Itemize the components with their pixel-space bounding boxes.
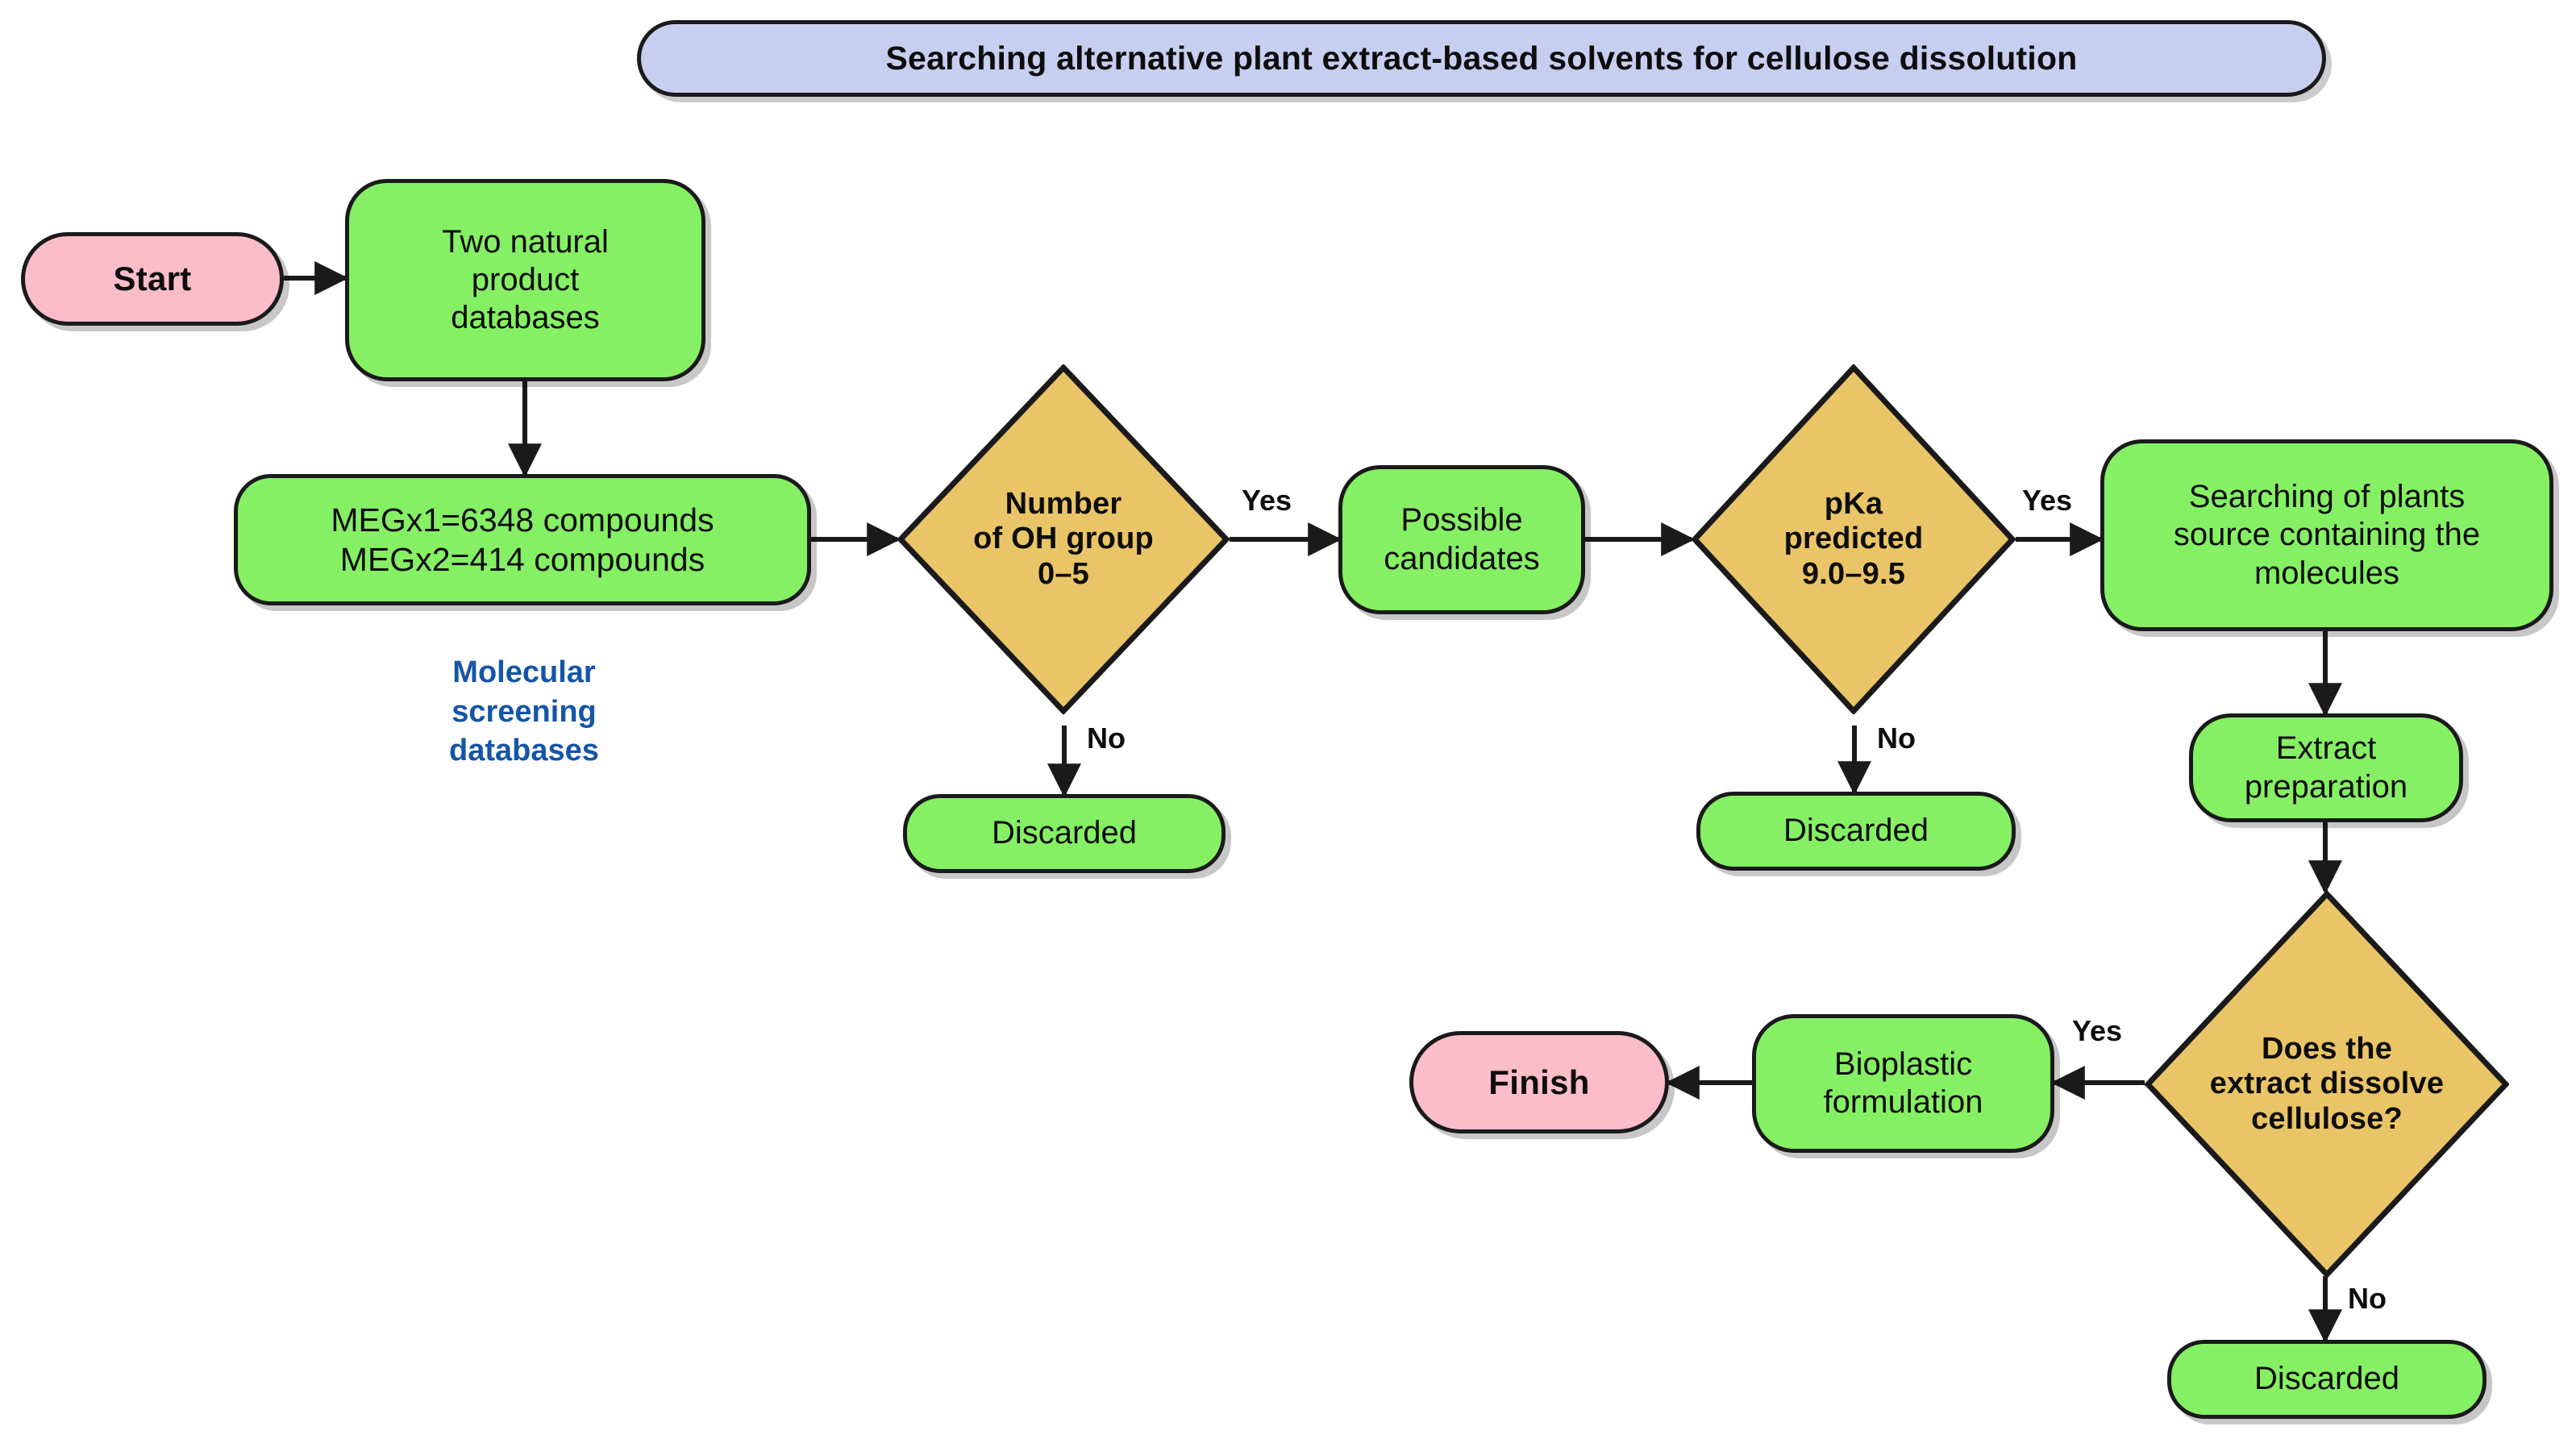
node-discarded-oh[interactable]: Discarded <box>903 794 1226 873</box>
edge-label-pka-no: No <box>1877 722 1916 755</box>
diamond-shape <box>1692 364 2016 714</box>
node-two-natural-product-databases[interactable]: Two natural product databases <box>345 179 705 381</box>
node-finish[interactable]: Finish <box>1409 1031 1669 1133</box>
caption-molecular-screening-databases: Molecular screening databases <box>449 655 599 768</box>
node-label: Number of OH group 0–5 <box>973 487 1154 591</box>
edge-label-dissolve-yes: Yes <box>2072 1014 2123 1047</box>
edge-label-oh-yes: Yes <box>1242 484 1292 517</box>
node-discarded-pka[interactable]: Discarded <box>1696 792 2016 871</box>
node-discarded-dissolve[interactable]: Discarded <box>2167 1340 2487 1419</box>
diamond-shape <box>897 364 1230 714</box>
node-plant-source-search[interactable]: Searching of plants source containing th… <box>2100 439 2553 631</box>
diamond-shape <box>2145 891 2509 1278</box>
edge-label-dissolve-no: No <box>2348 1282 2387 1315</box>
node-megx-compound-counts[interactable]: MEGx1=6348 compounds MEGx2=414 compounds <box>234 474 811 605</box>
node-start[interactable]: Start <box>21 232 284 326</box>
edge-label-oh-no: No <box>1087 722 1126 755</box>
node-label: pKa predicted 9.0–9.5 <box>1783 487 1924 591</box>
page-title: Searching alternative plant extract-base… <box>637 20 2326 97</box>
node-extract-preparation[interactable]: Extract preparation <box>2189 713 2463 822</box>
node-oh-group-decision[interactable]: Number of OH group 0–5 <box>897 364 1230 714</box>
node-pka-decision[interactable]: pKa predicted 9.0–9.5 <box>1692 364 2016 714</box>
node-label: Does the extract dissolve cellulose? <box>2209 1032 2445 1136</box>
edge-label-pka-yes: Yes <box>2022 484 2073 517</box>
node-bioplastic-formulation[interactable]: Bioplastic formulation <box>1752 1014 2054 1153</box>
node-possible-candidates[interactable]: Possible candidates <box>1338 465 1585 614</box>
node-dissolve-cellulose-decision[interactable]: Does the extract dissolve cellulose? <box>2145 891 2509 1278</box>
